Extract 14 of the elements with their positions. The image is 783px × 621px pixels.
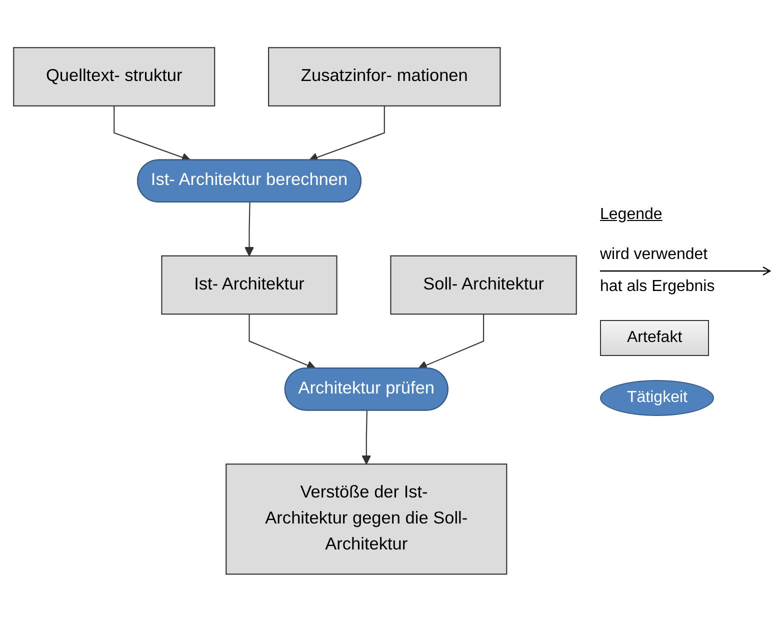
node-box: Soll- Architektur bbox=[390, 254, 577, 314]
arrow bbox=[248, 314, 316, 370]
legend-sample: Tätigkeit bbox=[600, 380, 714, 416]
arrow bbox=[244, 202, 254, 256]
legend-sample: Artefakt bbox=[600, 320, 710, 356]
legend-text: wird verwendet bbox=[600, 246, 708, 264]
node-box: Zusatzinfor- mationen bbox=[268, 46, 501, 106]
node-box: Verstöße der Ist- Architektur gegen die Soll-Architektur bbox=[226, 463, 508, 574]
legend-heading: Legende bbox=[600, 206, 662, 224]
legend-text: hat als Ergebnis bbox=[600, 278, 715, 296]
arrow bbox=[362, 410, 372, 464]
arrow bbox=[418, 314, 484, 370]
node-box: Ist- Architektur bbox=[161, 254, 338, 314]
node-box: Quelltext- struktur bbox=[13, 46, 216, 106]
